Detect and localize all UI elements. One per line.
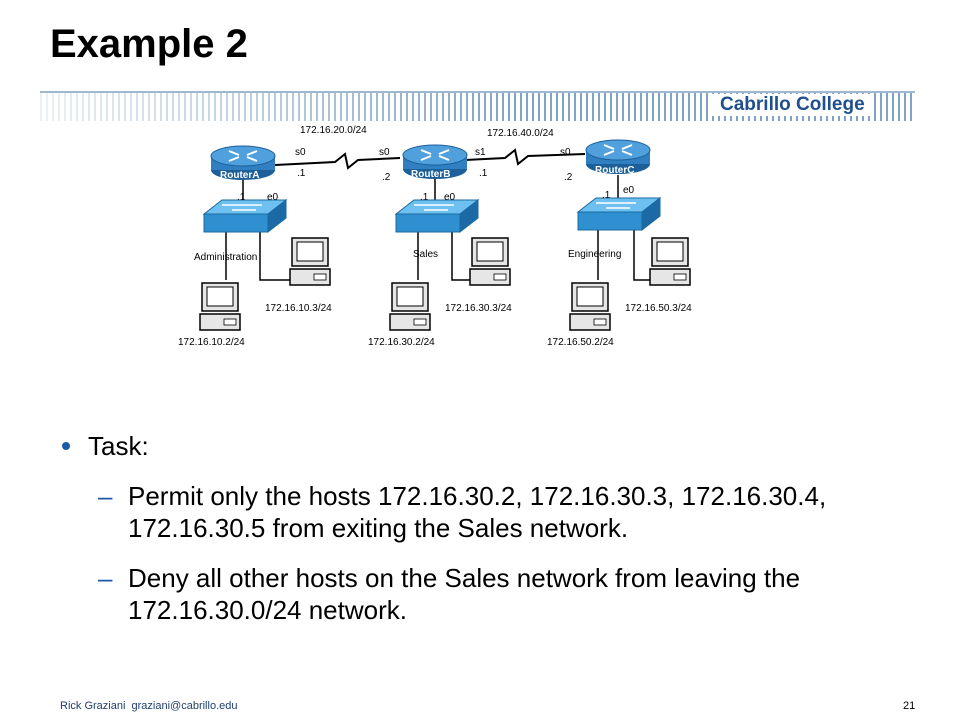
serial-link-b-c — [464, 148, 586, 166]
routera-name: RouterA — [220, 170, 259, 181]
task-item: – Deny all other hosts on the Sales netw… — [62, 562, 922, 626]
task-heading: Task: — [88, 431, 149, 461]
engineering-switch-icon — [577, 197, 661, 231]
task-item: – Permit only the hosts 172.16.30.2, 172… — [62, 480, 922, 544]
host-ip-label: 172.16.30.2/24 — [368, 337, 435, 348]
task-item-text: Permit only the hosts 172.16.30.2, 172.1… — [128, 481, 827, 543]
slide-title: Example 2 — [50, 22, 248, 66]
footer-author: Rick Graziani — [60, 700, 126, 712]
dash-icon: – — [98, 563, 113, 593]
routerb-name: RouterB — [411, 169, 450, 180]
routera-e0-label: e0 — [267, 192, 279, 203]
routerb-s0-addr: .2 — [382, 172, 391, 183]
footer-credit: Rick Graziani graziani@cabrillo.edu — [60, 700, 237, 712]
bullet-dot-icon — [62, 442, 70, 450]
routerb-s1-label: s1 — [475, 147, 486, 158]
header-divider — [40, 91, 915, 93]
routera-s0-label: s0 — [295, 147, 306, 158]
host-ip-label: 172.16.30.3/24 — [445, 303, 512, 314]
routerc-s0-addr: .2 — [564, 172, 573, 183]
routerb-s0-label: s0 — [379, 147, 390, 158]
lan-administration-label: Administration — [194, 252, 257, 263]
slide-body: Task: – Permit only the hosts 172.16.30.… — [62, 430, 922, 626]
host-ip-label: 172.16.10.3/24 — [265, 303, 332, 314]
lan-engineering-label: Engineering — [568, 249, 621, 260]
administration-switch-icon — [203, 199, 287, 233]
host-172-16-10-2-icon — [199, 282, 241, 331]
host-172-16-10-3-icon — [289, 237, 331, 286]
routerb-e0-label: e0 — [444, 192, 456, 203]
routera-e0-addr: .1 — [237, 192, 246, 203]
host-cabling — [225, 230, 652, 281]
serial-network-2-label: 172.16.40.0/24 — [487, 128, 554, 139]
dash-icon: – — [98, 481, 113, 511]
task-item-text: Deny all other hosts on the Sales networ… — [128, 563, 801, 625]
brand-label: Cabrillo College — [712, 94, 873, 116]
routerc-name: RouterC — [595, 165, 634, 176]
host-ip-label: 172.16.50.2/24 — [547, 337, 614, 348]
serial-network-1-label: 172.16.20.0/24 — [300, 125, 367, 136]
host-172-16-50-3-icon — [649, 237, 691, 286]
lan-sales-label: Sales — [413, 249, 438, 260]
page-number: 21 — [903, 700, 916, 712]
routerc-e0-label: e0 — [623, 185, 635, 196]
serial-link-a-b — [274, 152, 401, 170]
routerc-s0-label: s0 — [560, 147, 571, 158]
routerc-e0-addr: .1 — [602, 190, 611, 201]
host-172-16-50-2-icon — [569, 282, 611, 331]
host-ip-label: 172.16.50.3/24 — [625, 303, 692, 314]
footer-email: graziani@cabrillo.edu — [131, 700, 238, 712]
routerb-s1-addr: .1 — [479, 168, 488, 179]
routerb-e0-addr: .1 — [420, 192, 429, 203]
host-ip-label: 172.16.10.2/24 — [178, 337, 245, 348]
sales-switch-icon — [395, 199, 479, 233]
task-bullet: Task: — [62, 430, 922, 462]
host-172-16-30-3-icon — [469, 237, 511, 286]
host-172-16-30-2-icon — [389, 282, 431, 331]
routera-s0-addr: .1 — [297, 168, 306, 179]
network-diagram: 172.16.20.0/24 172.16.40.0/24 RouterA Ro… — [178, 125, 692, 348]
